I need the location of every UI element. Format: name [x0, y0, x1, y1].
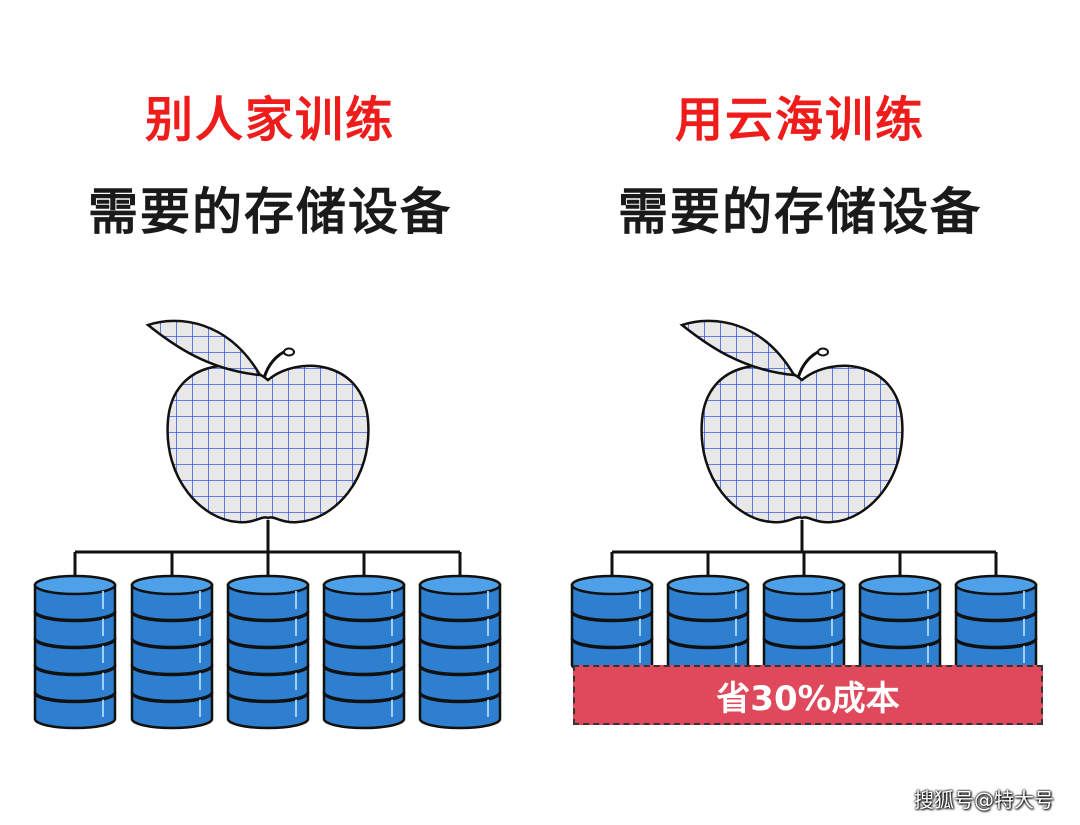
watermark: 搜狐号@特大号	[914, 788, 1054, 812]
storage-disk	[762, 574, 846, 622]
storage-disk	[858, 574, 942, 622]
storage-disk	[322, 574, 406, 622]
storage-disk	[226, 574, 310, 622]
storage-disk	[418, 574, 502, 622]
apple-icon	[145, 319, 370, 524]
right-title: 用云海训练	[674, 92, 925, 148]
left-title: 别人家训练	[144, 92, 395, 148]
connector-tree	[73, 520, 462, 585]
storage-disk	[666, 574, 750, 622]
storage-disk	[33, 574, 117, 622]
storage-disk	[570, 574, 654, 622]
apple-icon	[679, 319, 904, 524]
left-subtitle: 需要的存储设备	[88, 183, 452, 241]
right-subtitle: 需要的存储设备	[618, 183, 982, 241]
storage-diagram	[33, 319, 1038, 730]
right-panel: 用云海训练 需要的存储设备	[530, 0, 1070, 825]
right-storage-disks	[570, 574, 1038, 676]
storage-disk	[954, 574, 1038, 622]
left-storage-disks	[33, 574, 502, 730]
storage-disk	[130, 574, 214, 622]
savings-banner: 省30%成本	[573, 665, 1043, 725]
left-panel: 别人家训练 需要的存储设备	[88, 92, 452, 241]
